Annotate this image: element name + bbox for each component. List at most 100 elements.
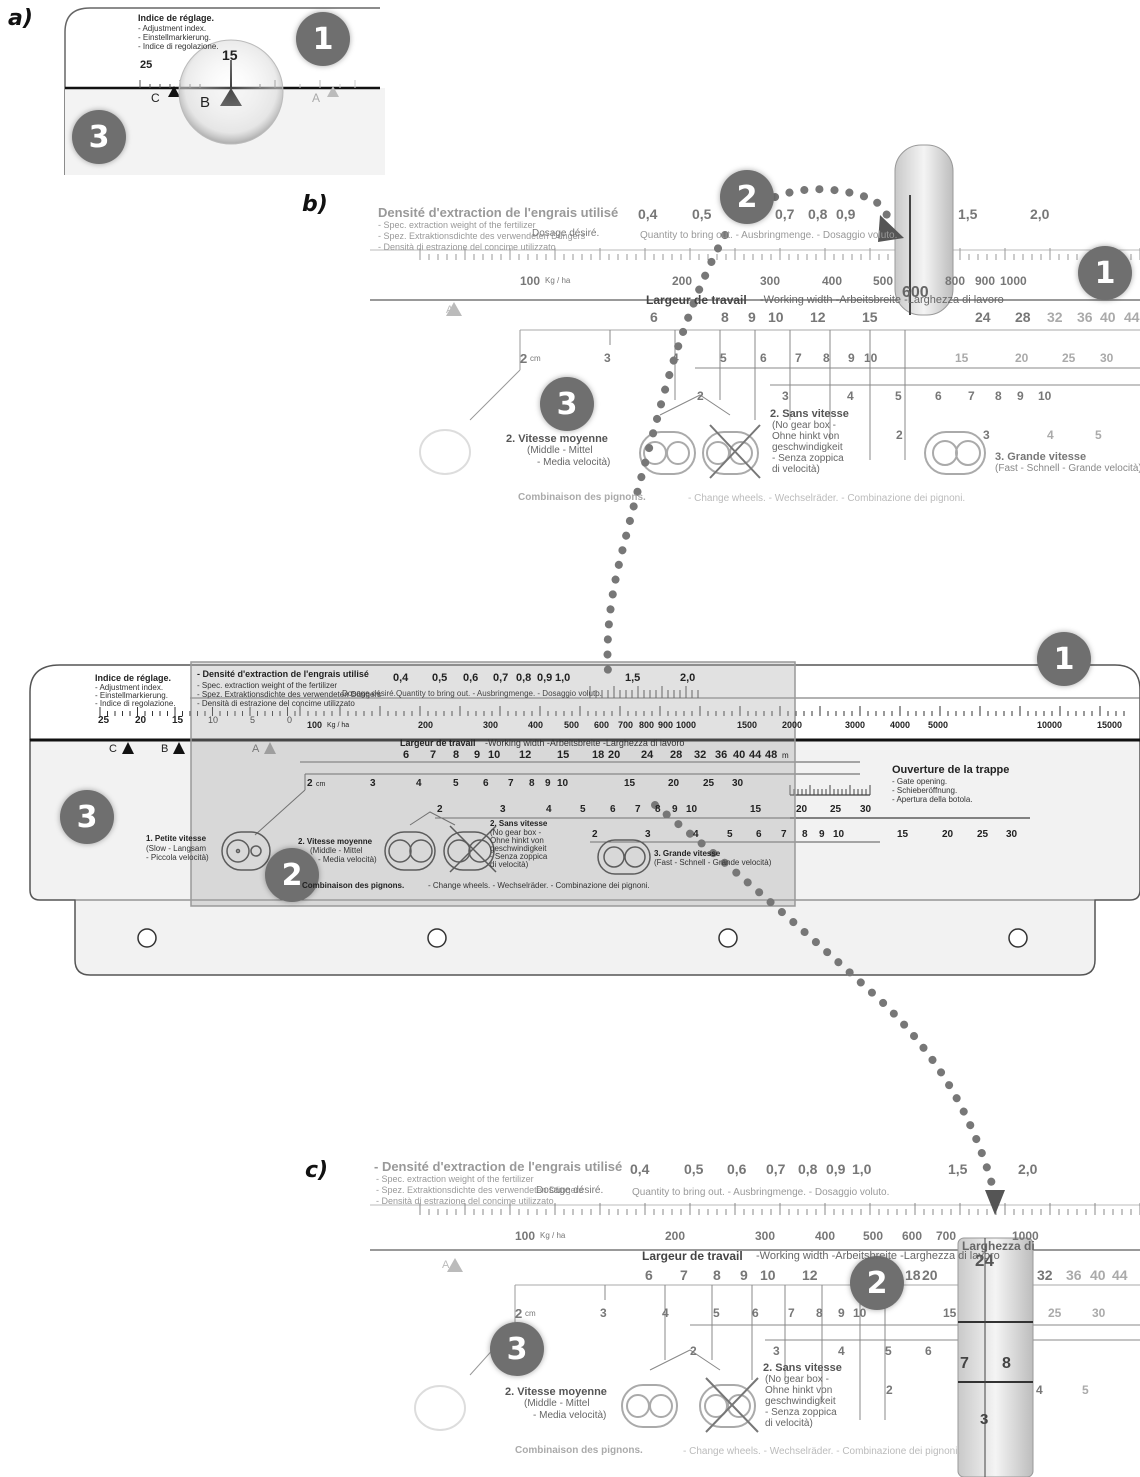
dose-value: 4000 (890, 721, 910, 730)
callout-3: 3 (72, 110, 126, 164)
mark-b: B (161, 744, 168, 755)
density-value: 1,0 (852, 1162, 871, 1176)
width-value: 36 (1077, 310, 1093, 324)
cm-value: 8 (802, 830, 808, 840)
density-value: 0,9 (826, 1162, 845, 1176)
cm-value: 3 (604, 352, 611, 364)
cm-value: 20 (668, 779, 679, 789)
density-value: 1,5 (958, 207, 977, 221)
density-value: 2,0 (1018, 1162, 1037, 1176)
dose-value: 500 (564, 721, 579, 730)
density-value: 0,8 (798, 1162, 817, 1176)
speed-middle-line: (Middle - Mittel (524, 1399, 590, 1409)
density-value: 0,9 (836, 207, 855, 221)
width-value: 40 (1090, 1268, 1106, 1282)
width-value: 12 (810, 310, 826, 324)
dose-unit: Kg / ha (327, 722, 349, 729)
density-line: - Spec. extraction weight of the fertili… (197, 682, 337, 690)
dose-value: 700 (618, 721, 633, 730)
cm-value: 2 (592, 830, 598, 840)
density-title: - Densité d'extraction de l'engrais util… (374, 1160, 622, 1173)
dose-unit: Kg / ha (540, 1232, 565, 1240)
dose-value: 200 (665, 1230, 685, 1242)
cm-value: 5 (1095, 429, 1102, 441)
cm-value: 15 (955, 352, 968, 364)
speed-middle-title: 2. Vitesse moyenne (505, 1387, 607, 1398)
cm-value: 7 (968, 390, 975, 402)
dose-value: 600 (594, 721, 609, 730)
width-value: 8 (453, 750, 459, 761)
callout-2: 2 (720, 170, 774, 224)
density-line: - Densità di estrazione del concime util… (378, 243, 556, 252)
width-value: 18 (905, 1268, 921, 1282)
density-line: - Densità di estrazione del concime util… (197, 700, 355, 708)
cm-value: 4 (672, 352, 679, 364)
cm-value: 9 (672, 805, 678, 815)
cm-value: 4 (847, 390, 854, 402)
cm-unit: cm (525, 1310, 536, 1318)
cursor-c (958, 1238, 1033, 1477)
width-value: 32 (1047, 310, 1063, 324)
width-value: 28 (1015, 310, 1031, 324)
dose-value: 400 (528, 721, 543, 730)
width-value: 8 (721, 310, 729, 324)
cm-value: 4 (1047, 429, 1054, 441)
cm-value: 20 (1015, 352, 1028, 364)
speed-middle-line: - Media velocità) (533, 1411, 606, 1421)
adjust-tick: 10 (208, 716, 218, 725)
width-label: Largeur de travail (646, 294, 747, 306)
panel-label-a: a) (8, 6, 33, 31)
dose-value: 500 (863, 1230, 883, 1242)
dose-value: 300 (760, 275, 780, 287)
cm-value: 2 (520, 352, 527, 365)
pinions-title: Combinaison des pignons. (302, 882, 404, 890)
cm-value: 5 (727, 830, 733, 840)
cm-value: 9 (545, 779, 551, 789)
cm-value: 8 (529, 779, 535, 789)
width-value: 44 (749, 750, 761, 761)
cm-value: 6 (483, 779, 489, 789)
dose-value: 300 (483, 721, 498, 730)
dose-value: 200 (418, 721, 433, 730)
cm-value: 10 (853, 1307, 866, 1319)
cm-value: 6 (760, 352, 767, 364)
width-value: 40 (733, 750, 745, 761)
cm-value: 3 (980, 1412, 988, 1427)
cm-value: 2 (515, 1307, 522, 1320)
width-value: 10 (760, 1268, 776, 1282)
cm-unit: cm (530, 355, 541, 363)
density-value: 0,8 (808, 207, 827, 221)
callout-3: 3 (60, 790, 114, 844)
mark-c: C (109, 744, 117, 755)
speed-none-line: (No gear box - (765, 1375, 829, 1385)
dose-label: Dosage désiré. (342, 690, 396, 698)
panel-label-b: b) (302, 192, 328, 217)
width-value: 12 (802, 1268, 818, 1282)
adjust-line: - Indice di regolazione. (138, 43, 219, 51)
dose-value: 1000 (676, 721, 696, 730)
density-value: 0,4 (630, 1162, 649, 1176)
speed-slow-line: (Slow - Langsam (146, 845, 206, 853)
width-value: 36 (1066, 1268, 1082, 1282)
cm-value: 3 (782, 390, 789, 402)
gate-line: - Schieberöffnung. (892, 787, 957, 795)
mark-a: A (442, 1260, 449, 1271)
callout-1: 1 (1037, 632, 1091, 686)
cm-value: 6 (925, 1345, 932, 1357)
density-title: - Densité d'extraction de l'engrais util… (197, 670, 369, 679)
density-line: - Densità di estrazione del concime util… (376, 1197, 554, 1206)
cm-value: 25 (1048, 1307, 1061, 1319)
cm-value: 2 (886, 1384, 893, 1396)
speed-middle-line: - Media velocità) (537, 458, 610, 468)
callout-2: 2 (850, 1256, 904, 1310)
mark-c: C (151, 92, 160, 104)
width-value: 7 (680, 1268, 688, 1282)
cm-value: 10 (1038, 390, 1051, 402)
cm-value: 15 (943, 1307, 956, 1319)
dose-value: 3000 (845, 721, 865, 730)
adjust-title: Indice de réglage. (138, 14, 214, 23)
adjust-tick: 0 (287, 716, 292, 725)
cm-value: 7 (960, 1356, 969, 1372)
dose-value: 15000 (1097, 721, 1122, 730)
speed-fast-line: (Fast - Schnell - Grande velocità) (995, 464, 1140, 474)
